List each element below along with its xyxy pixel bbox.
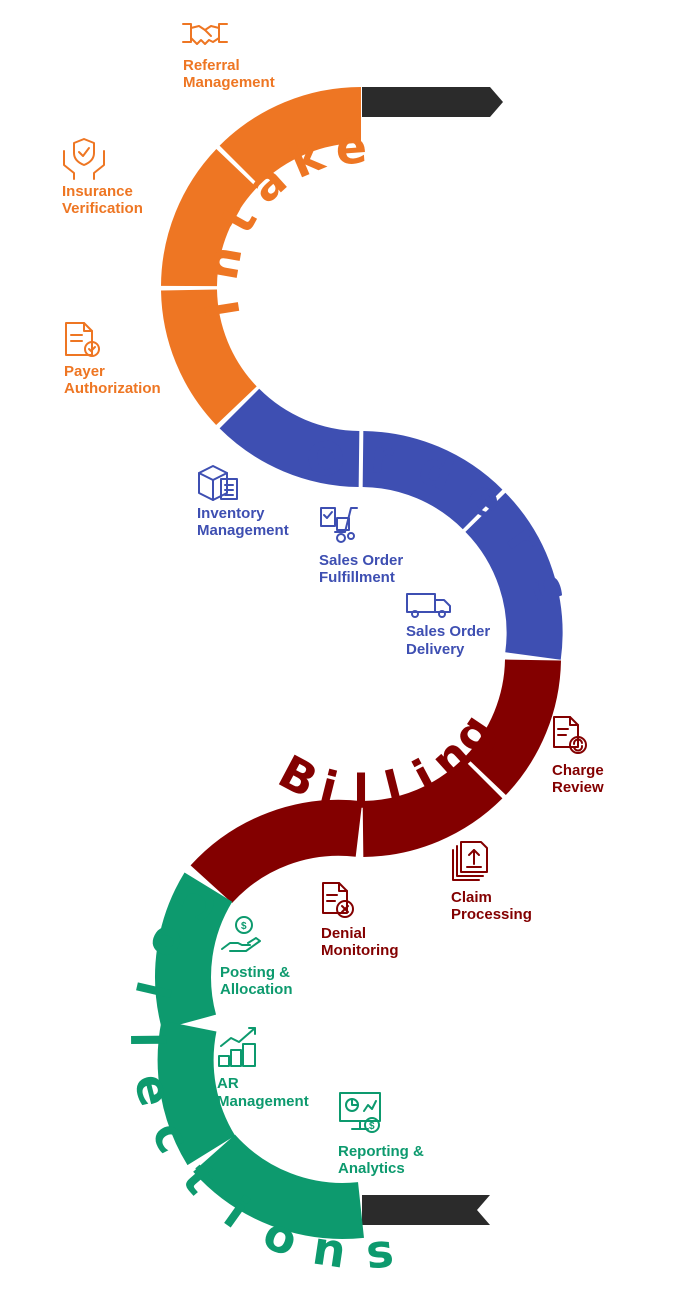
step-label-line2: Analytics xyxy=(338,1160,405,1177)
step-posting-allocation: $ Posting & Allocation xyxy=(220,916,293,998)
step-label-line2: Processing xyxy=(451,906,532,923)
step-denial-monitoring: Denial Monitoring xyxy=(321,882,398,959)
step-label-line2: Management xyxy=(183,74,275,91)
stage-letter-collections: s xyxy=(364,1223,396,1279)
billing-segment-1 xyxy=(464,658,561,795)
step-referral-management: Referral Management xyxy=(182,23,275,91)
step-label-line2: Delivery xyxy=(406,641,465,658)
coins-growth-icon xyxy=(218,1027,256,1067)
step-charge-review: Charge Review xyxy=(552,716,604,796)
step-label-line1: Charge xyxy=(552,762,604,779)
step-label-line1: Reporting & xyxy=(338,1143,424,1160)
step-reporting-analytics: $ Reporting & Analytics xyxy=(338,1092,424,1177)
stacked-documents-upload-icon xyxy=(452,841,488,881)
step-label-line2: Authorization xyxy=(64,380,161,397)
step-label-line2: Allocation xyxy=(220,981,293,998)
step-label-line1: Referral xyxy=(183,57,240,74)
intake-segment-1 xyxy=(219,87,362,186)
stage-letter-collections: n xyxy=(309,1220,349,1278)
step-payer-authorization: Payer Authorization xyxy=(64,322,161,397)
step-label-line2: Monitoring xyxy=(321,942,398,959)
step-label-line2: Fulfillment xyxy=(319,569,395,586)
step-insurance-verification: Insurance Verification xyxy=(62,138,143,217)
step-sales-order-fulfillment: Sales Order Fulfillment xyxy=(319,507,403,586)
collections-segment-2 xyxy=(157,1020,236,1166)
step-label-line1: Sales Order xyxy=(319,552,403,569)
document-refresh-icon xyxy=(553,716,587,754)
step-label-line2: Management xyxy=(217,1093,309,1110)
start-ribbon xyxy=(362,87,503,117)
shield-hands-icon xyxy=(63,138,105,180)
stage-letter-intake: e xyxy=(334,119,369,175)
step-label-line2: Verification xyxy=(62,200,143,217)
step-inventory-management: Inventory Management xyxy=(197,465,289,539)
step-sales-order-delivery: Sales Order Delivery xyxy=(406,593,490,658)
intake-arc xyxy=(161,87,362,425)
step-label-line1: Insurance xyxy=(62,183,133,200)
hand-coin-icon: $ xyxy=(221,916,261,952)
orders-arc xyxy=(219,388,563,660)
handshake-icon xyxy=(182,23,228,45)
collections-segment-1 xyxy=(155,872,233,1030)
billing-segment-2 xyxy=(361,758,503,857)
step-label-line1: Denial xyxy=(321,925,366,942)
step-label-line1: Payer xyxy=(64,363,105,380)
step-label-line1: AR xyxy=(217,1075,239,1092)
stage-letter-orders: O xyxy=(302,429,350,489)
delivery-truck-icon xyxy=(406,593,451,618)
hand-truck-icon xyxy=(320,507,358,543)
document-check-icon xyxy=(65,322,100,357)
step-claim-processing: Claim Processing xyxy=(451,841,532,923)
monitor-analytics-icon: $ xyxy=(339,1092,381,1133)
stage-letter-collections: l xyxy=(120,1032,174,1048)
step-label-line2: Review xyxy=(552,779,604,796)
step-ar-management: AR Management xyxy=(217,1027,309,1110)
collections-arc xyxy=(155,872,364,1239)
box-clipboard-icon xyxy=(198,465,238,501)
orders-segment-2 xyxy=(361,431,503,530)
intake-segment-3 xyxy=(161,288,258,425)
stage-letter-billing: l xyxy=(353,765,369,819)
svg-text:$: $ xyxy=(369,1121,375,1132)
billing-segment-3 xyxy=(190,799,363,904)
step-label-line1: Sales Order xyxy=(406,623,490,640)
step-label-line1: Posting & xyxy=(220,964,290,981)
orders-segment-3 xyxy=(464,492,563,660)
document-x-icon xyxy=(322,882,354,918)
svg-text:$: $ xyxy=(241,921,247,932)
step-label-line1: Inventory xyxy=(197,505,265,522)
end-ribbon xyxy=(362,1195,490,1225)
collections-segment-3 xyxy=(193,1134,364,1239)
step-label-line2: Management xyxy=(197,522,289,539)
step-label-line1: Claim xyxy=(451,889,492,906)
billing-arc xyxy=(190,658,561,904)
orders-segment-1 xyxy=(219,388,361,487)
intake-segment-2 xyxy=(161,148,258,287)
